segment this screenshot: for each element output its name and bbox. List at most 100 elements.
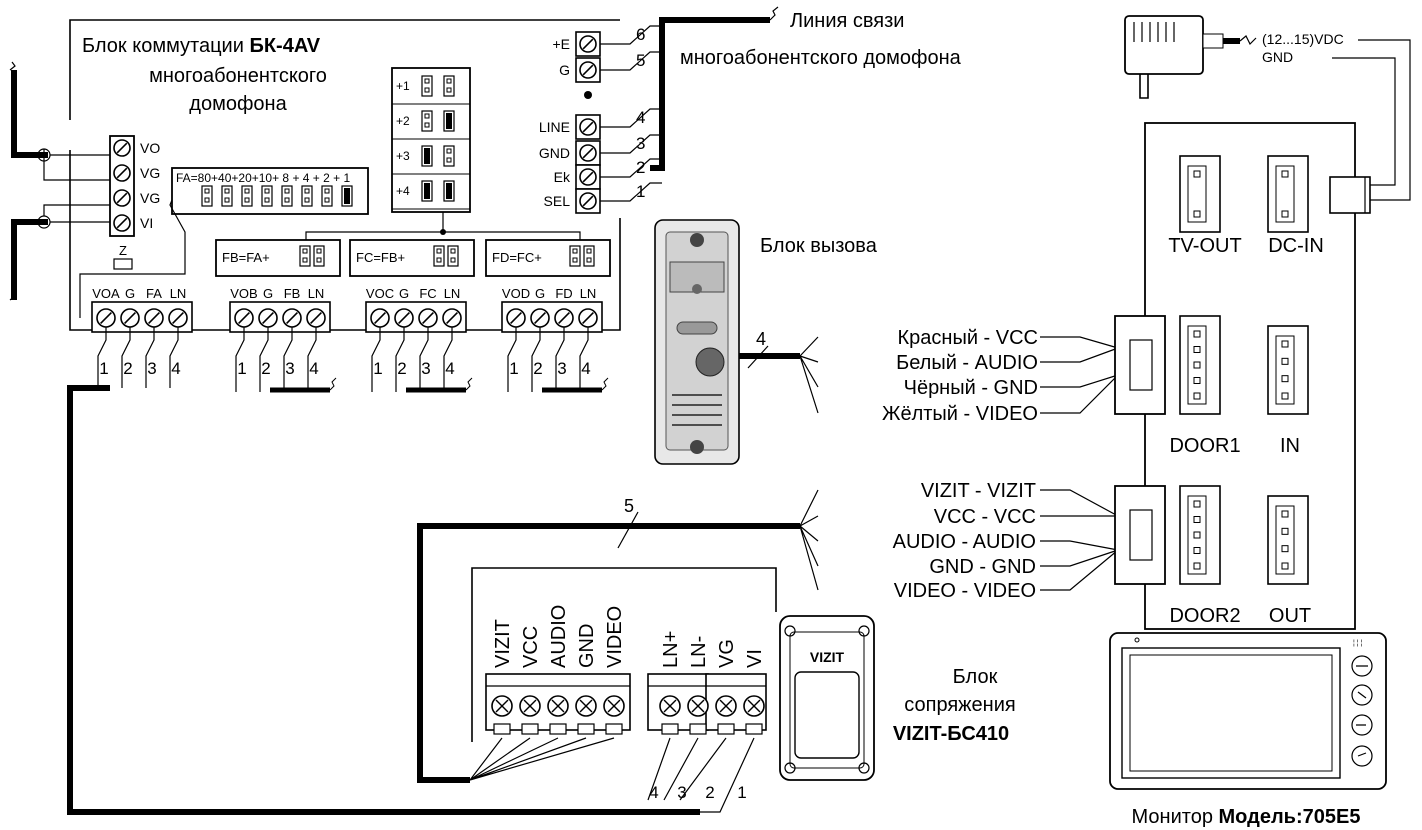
call-wire-label: Чёрный - GND [904,377,1038,399]
right-term-label: SEL [544,193,571,209]
wire-num: 3 [421,359,430,378]
jumper-bus [305,212,581,240]
wire-num: 3 [285,359,294,378]
terminal-label: FC [419,286,436,301]
wire-num: 4 [445,359,454,378]
jumper-row-label: +2 [396,114,410,128]
bus-wire-label: VIDEO - VIDEO [894,580,1036,602]
wire-num: 2 [123,359,132,378]
power-adapter-icon [1124,15,1257,99]
terminal-label: FA [146,286,162,301]
fa-link [79,199,186,318]
fd-label: FD=FC+ [492,250,542,265]
right-term-num: 5 [636,51,645,70]
wire-num: 3 [147,359,156,378]
call-wire-count: 4 [756,329,766,349]
bs-wire-num: 3 [677,783,686,802]
right-term-num: 2 [636,158,645,177]
bus-wire-label: VIZIT - VIZIT [921,480,1036,502]
call-wire-label: Жёлтый - VIDEO [882,403,1038,425]
monitor-connector-label: DOOR2 [1169,605,1240,627]
bk-outline-bottom [69,150,621,331]
bs-term-label: LN+ [660,631,682,668]
jumper-row-label: +4 [396,184,410,198]
bus-cable [417,523,800,783]
left-term-label: VG [140,190,160,206]
call-wire-label: Красный - VCC [898,327,1039,349]
door1-plug [1114,315,1166,415]
bs-term-label: VG [716,639,738,668]
terminal-label: G [535,286,545,301]
wire-num: 1 [237,359,246,378]
door2-plug [1114,485,1166,585]
right-term-num: 6 [636,25,645,44]
right-term-num: 1 [636,182,645,201]
bus-wire-label: AUDIO - AUDIO [893,531,1036,553]
right-term-label: +E [552,36,570,52]
wire-num: 1 [99,359,108,378]
jumper-row-label: +3 [396,149,410,163]
terminal-label: G [399,286,409,301]
monitor-connector-label: OUT [1269,605,1311,627]
left-term-label: VI [140,215,153,231]
wire-num: 2 [533,359,542,378]
terminal-label: VOA [92,286,120,301]
wire-num: 2 [261,359,270,378]
fc-label: FC=FB+ [356,250,405,265]
bs-term-label: VI [744,649,766,668]
z-jumper [113,258,133,270]
right-term-num: 3 [636,134,645,153]
line-label2: многоабонентского домофона [680,47,962,69]
terminal-label: G [125,286,135,301]
left-cable-top [11,70,48,158]
terminal-label: LN [308,286,325,301]
monitor-btn-4 [1351,745,1373,767]
wire-num: 4 [309,359,318,378]
call-block-label: Блок вызова [760,235,878,257]
monitor-back [1144,122,1356,630]
bs-term-label: AUDIO [548,605,570,668]
terminal-label: VOD [502,286,530,301]
bs-term-label: VIZIT [492,619,514,668]
terminal-label: FD [555,286,572,301]
fb-label: FB=FA+ [222,250,270,265]
bs-term-label: LN- [688,636,710,668]
z-label: Z [119,243,127,258]
power-vdc: (12...15)VDC [1262,31,1344,47]
monitor-connector-label: IN [1280,435,1300,457]
terminal-label: LN [444,286,461,301]
monitor-btn-1 [1351,655,1373,677]
terminal-label: VOC [366,286,394,301]
bs-label1: Блок [953,666,998,688]
bs-term-label: GND [576,624,598,668]
terminal-label: LN [170,286,187,301]
bs-term-label: VIDEO [604,606,626,668]
bs-term-label: VCC [520,626,542,668]
bs-logo: VIZIT [810,649,845,665]
terminal-label: VOB [230,286,257,301]
bs-wire-num: 1 [737,783,746,802]
terminal-label: LN [580,286,597,301]
bk-title: Блок коммутации БК-4AV [82,35,321,57]
monitor-caption: Монитор Модель:705E5 [1132,806,1361,828]
right-term-label: G [559,62,570,78]
call-wire-label: Белый - AUDIO [896,352,1038,374]
right-term-label: LINE [539,119,570,135]
wire-num: 4 [171,359,180,378]
line-label1: Линия связи [790,10,904,32]
bs-outline [471,567,777,742]
monitor-btn-2 [1351,684,1373,706]
wire-num: 2 [397,359,406,378]
monitor-connector-label: TV-OUT [1168,235,1241,257]
wire-num: 1 [373,359,382,378]
monitor-indicators: ¦ ¦ ¦ [1353,640,1363,647]
right-term-num: 4 [636,108,645,127]
jumper-row-label: +1 [396,79,410,93]
wire-num: 1 [509,359,518,378]
monitor-connector-label: DOOR1 [1169,435,1240,457]
main-cable [67,385,700,815]
bk-title-line2: многоабонентского [149,65,327,87]
bs-label3: VIZIT-БС410 [893,723,1009,745]
power-gnd: GND [1262,49,1293,65]
